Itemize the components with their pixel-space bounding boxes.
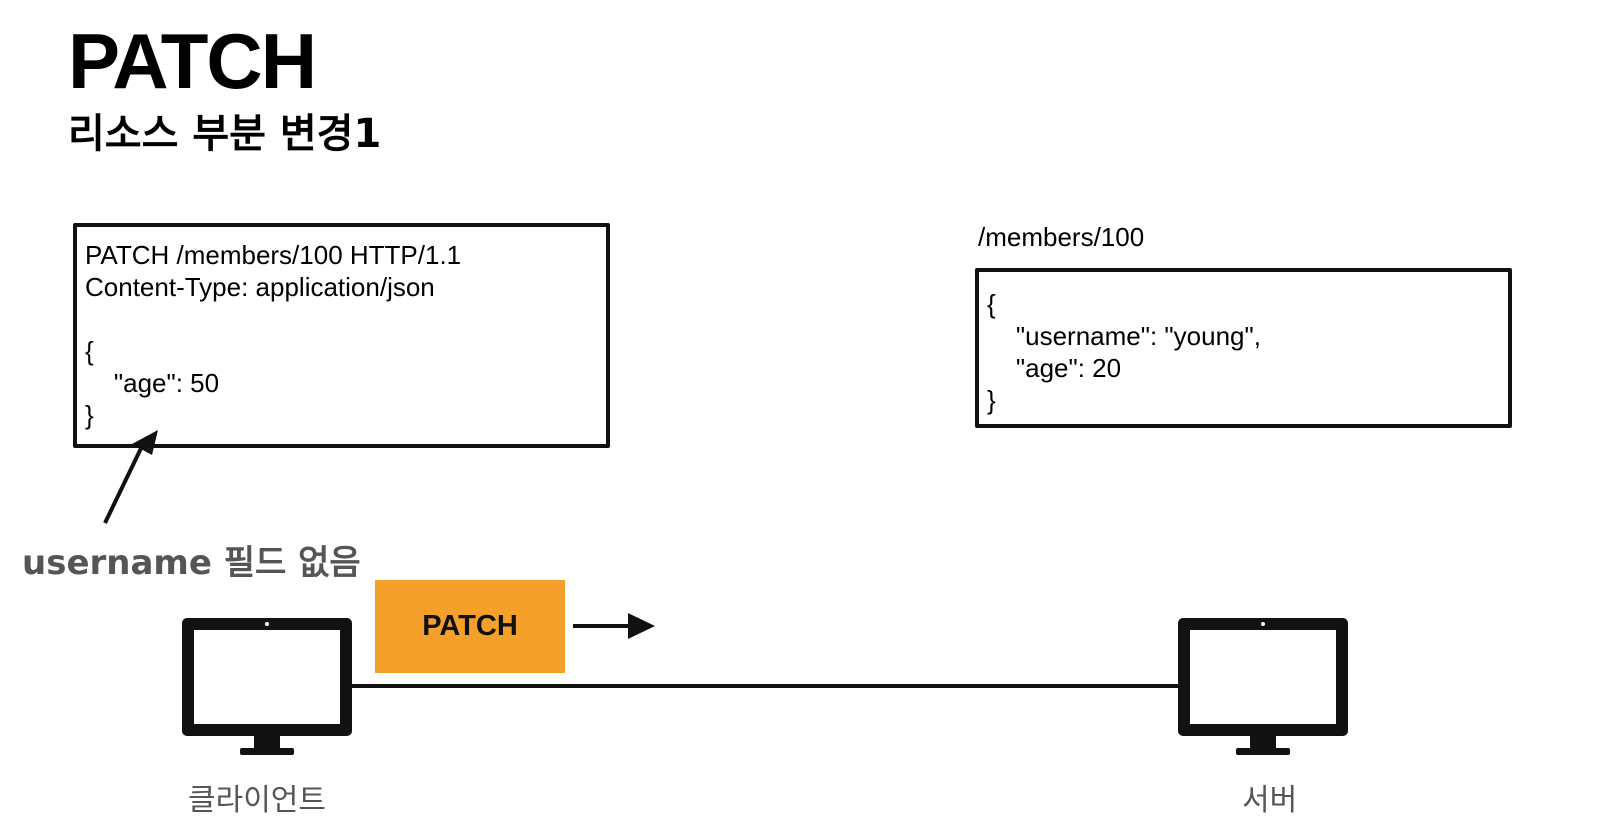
request-message-text: PATCH /members/100 HTTP/1.1 Content-Type… (85, 240, 462, 430)
patch-method-badge: PATCH (375, 580, 565, 673)
page-title: PATCH (68, 17, 317, 105)
server-monitor-icon (1178, 618, 1348, 755)
server-resource-box: { "username": "young", "age": 20 } (975, 268, 1512, 428)
server-resource-text: { "username": "young", "age": 20 } (987, 289, 1261, 415)
annotation-arrow (103, 430, 158, 524)
server-label: 서버 (1242, 783, 1298, 818)
missing-field-note: username 필드 없음 (22, 543, 361, 583)
client-monitor-icon (182, 618, 352, 755)
request-direction-arrow (573, 613, 655, 639)
client-label: 클라이언트 (188, 783, 326, 818)
page-subtitle: 리소스 부분 변경1 (68, 111, 382, 157)
request-message-box: PATCH /members/100 HTTP/1.1 Content-Type… (73, 223, 610, 448)
resource-path-label: /members/100 (978, 222, 1145, 252)
